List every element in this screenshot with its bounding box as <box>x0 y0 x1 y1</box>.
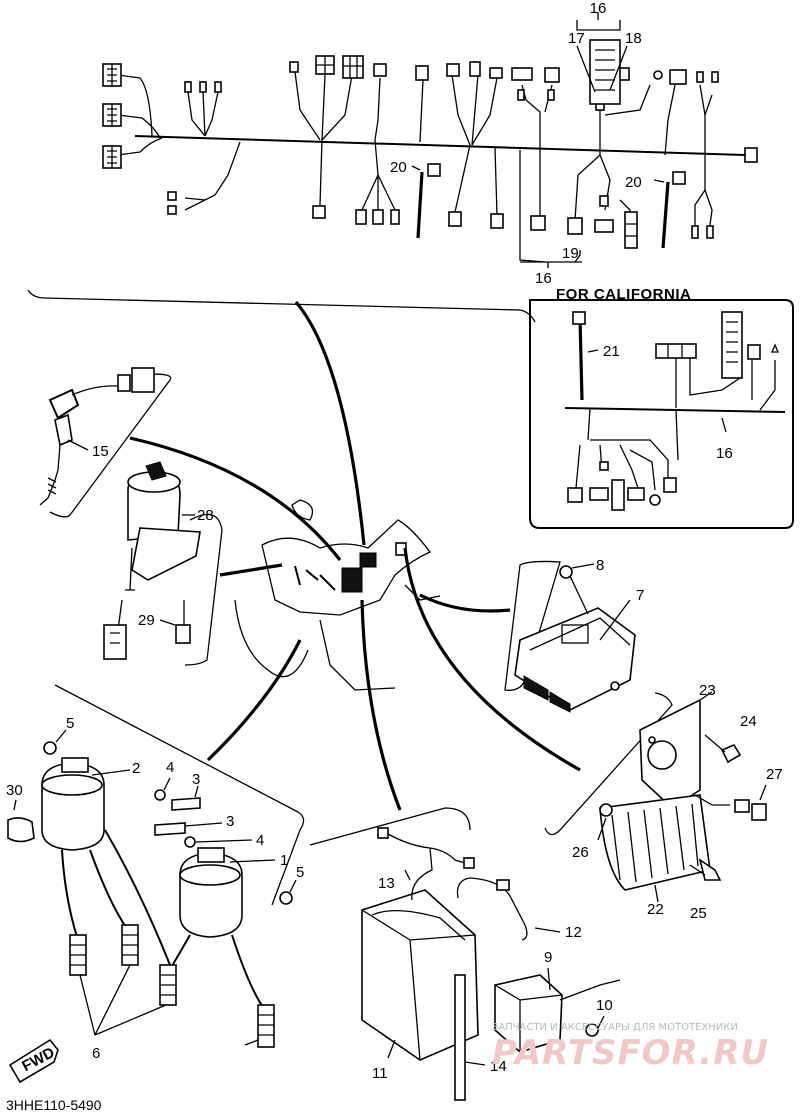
callout-24: 24 <box>740 713 757 730</box>
callout-5: 5 <box>296 864 304 881</box>
callout-12: 12 <box>565 924 582 941</box>
battery-group: 13 12 14 11 9 10 <box>361 827 621 1101</box>
figure-code: 3HHE110-5490 <box>6 1097 102 1113</box>
callout-13: 13 <box>378 875 395 892</box>
callout-11: 11 <box>372 1065 388 1082</box>
callout-27: 27 <box>766 766 783 783</box>
callout-16: 16 <box>535 270 552 287</box>
watermark-site: PARTSFOR.RU <box>492 1033 769 1073</box>
callout-8: 8 <box>596 557 604 574</box>
callout-29: 29 <box>138 612 155 629</box>
callout-30: 30 <box>6 782 23 799</box>
harness-connectors <box>102 39 758 249</box>
callout-23: 23 <box>699 682 716 699</box>
callout-3: 3 <box>192 771 200 788</box>
callout-14: 14 <box>490 1058 507 1075</box>
callout-7: 7 <box>636 587 644 604</box>
cdi-unit-7: 7 8 <box>514 557 644 713</box>
callout-10: 10 <box>596 997 613 1014</box>
watermark-tagline: ЗАПЧАСТИ И АКСЕССУАРЫ ДЛЯ МОТОТЕХНИКИ <box>492 1022 738 1033</box>
california-label: FOR CALIFORNIA <box>556 286 691 303</box>
callout-26: 26 <box>572 844 589 861</box>
sensor-15: 15 <box>39 367 155 506</box>
callout-17: 17 <box>568 30 585 47</box>
forward-arrow: FWD <box>8 1038 59 1084</box>
callout-20: 20 <box>390 159 407 176</box>
callout-5: 5 <box>66 715 74 732</box>
callout-3: 3 <box>226 813 234 830</box>
california-inset: FOR CALIFORNIA 21 16 <box>529 286 794 529</box>
callout-19: 19 <box>562 245 579 262</box>
callout-2: 2 <box>132 760 140 777</box>
main-switch-28: 28 29 <box>103 461 214 660</box>
callout-18: 18 <box>625 30 642 47</box>
callout-21: 21 <box>603 343 620 360</box>
callout-16: 16 <box>590 0 607 17</box>
motorcycle-silhouette <box>234 499 441 691</box>
callout-28: 28 <box>197 507 214 524</box>
callout-6: 6 <box>92 1045 100 1062</box>
callout-20: 20 <box>625 174 642 191</box>
wire-harness <box>117 71 746 263</box>
callout-9: 9 <box>544 949 552 966</box>
leader-lines <box>27 289 673 906</box>
callout-22: 22 <box>647 901 664 918</box>
callout-25: 25 <box>690 905 707 922</box>
callout-16: 16 <box>716 445 733 462</box>
ignition-coils: 2 1 6 5 4 3 3 4 <box>6 715 304 1062</box>
callout-15: 15 <box>92 443 109 460</box>
callout-4: 4 <box>256 832 264 849</box>
callout-1: 1 <box>280 852 288 869</box>
callout-4: 4 <box>166 759 174 776</box>
rectifier-regulator: 23 24 27 25 26 22 <box>572 682 783 922</box>
